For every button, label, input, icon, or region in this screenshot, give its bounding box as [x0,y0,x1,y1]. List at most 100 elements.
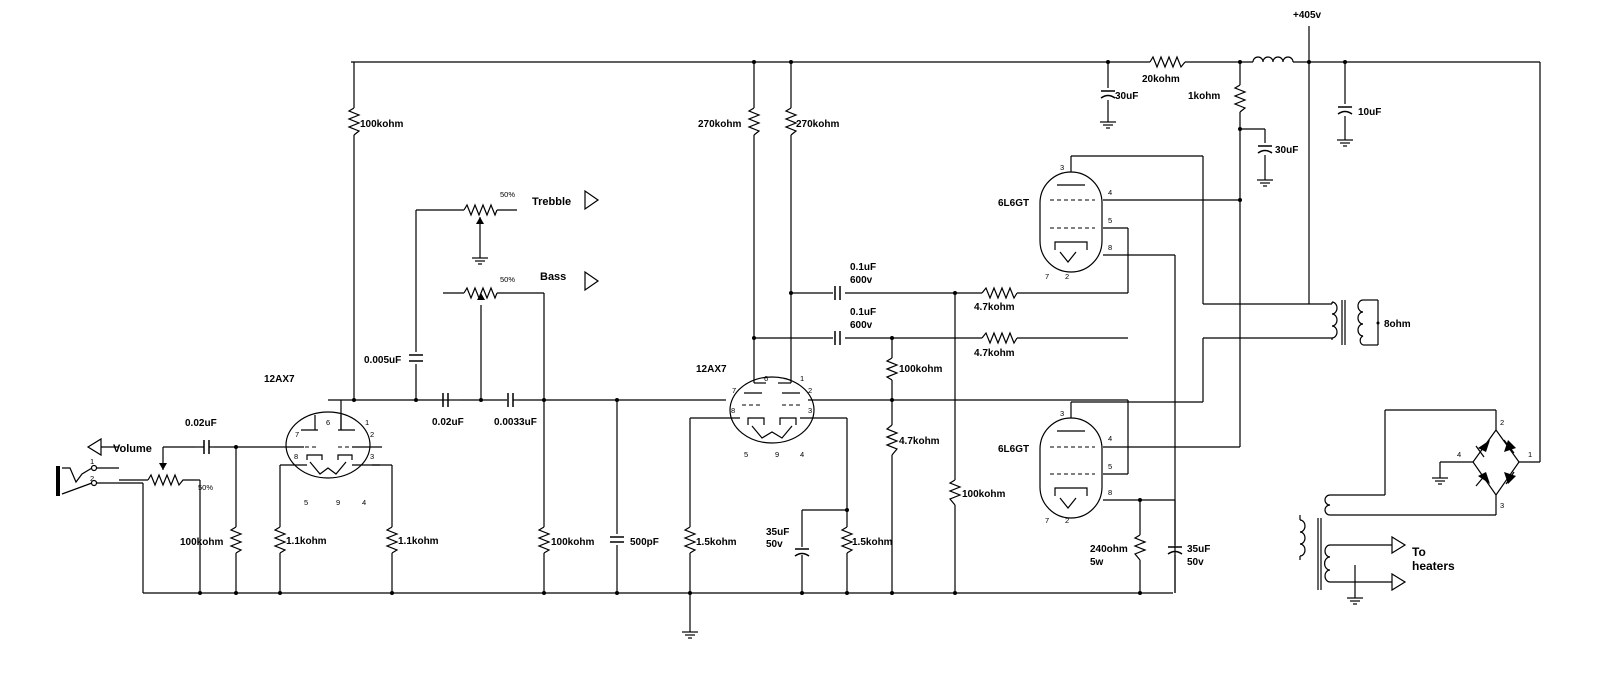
bridge-rectifier [1472,429,1520,497]
svg-text:270kohm: 270kohm [796,119,839,130]
svg-text:0.005uF: 0.005uF [364,355,401,366]
tube1-label: 12AX7 [264,374,295,385]
cap-0-0033uf [507,393,519,407]
tube-12ax7-1 [285,411,371,479]
bass-pct: 50% [500,275,515,284]
svg-text:2: 2 [1500,418,1504,427]
svg-text:100kohm: 100kohm [360,119,403,130]
choke [1252,56,1294,63]
svg-text:1: 1 [365,418,369,427]
svg-text:1kohm: 1kohm [1188,91,1220,102]
svg-text:1.1kohm: 1.1kohm [286,536,327,547]
svg-text:9: 9 [775,450,779,459]
svg-text:4: 4 [1108,188,1112,197]
volume-label: Volume [113,443,152,455]
ground-icon [1432,477,1448,485]
resistor-100k-tone [537,526,551,554]
port-arrows [86,189,1407,592]
svg-text:10uF: 10uF [1358,107,1381,118]
ground-icon [1100,121,1116,129]
svg-text:3: 3 [808,406,812,415]
resistor-4-7k-a [981,286,1018,300]
ground-icon [1337,139,1353,147]
tube3-label: 6L6GT [998,198,1029,209]
ground-icon [682,631,698,639]
resistor-100k-plate1 [347,107,361,136]
svg-text:3: 3 [1060,409,1064,418]
svg-text:6: 6 [764,374,768,383]
cap-0-005uf [409,354,423,362]
svg-text:50v: 50v [766,539,783,550]
bass-label: Bass [540,271,566,283]
volume-pot [147,473,196,487]
svg-text:4: 4 [800,450,804,459]
cap-10uf [1337,106,1353,115]
svg-text:4: 4 [1108,434,1112,443]
resistor-1-1k-b [385,526,399,554]
treble-pot [463,203,498,217]
resistor-20k [1149,55,1186,69]
svg-text:0.1uF: 0.1uF [850,262,876,273]
svg-text:0.02uF: 0.02uF [432,417,464,428]
output-transformer [1331,299,1364,346]
text-labels: +405v Volume 50% Trebble 50% Bass 50% 12… [113,10,1455,573]
svg-text:5: 5 [1108,462,1112,471]
resistor-1-5k-a [683,526,697,554]
svg-text:8ohm: 8ohm [1384,319,1411,330]
treble-pct: 50% [500,190,515,199]
svg-text:30uF: 30uF [1115,91,1138,102]
svg-text:270kohm: 270kohm [698,119,741,130]
cap-500pf [610,536,624,543]
svg-text:1: 1 [1528,450,1532,459]
svg-text:600v: 600v [850,320,873,331]
svg-text:8: 8 [294,452,298,461]
svg-text:0.0033uF: 0.0033uF [494,417,537,428]
svg-text:20kohm: 20kohm [1142,74,1180,85]
bass-port-icon [584,270,600,292]
svg-text:4: 4 [1457,450,1461,459]
tube4-label: 6L6GT [998,444,1029,455]
resistor-1-1k-a [273,526,287,554]
svg-text:240ohm: 240ohm [1090,544,1128,555]
svg-text:50v: 50v [1187,557,1204,568]
svg-text:0.1uF: 0.1uF [850,307,876,318]
svg-text:0.02uF: 0.02uF [185,418,217,429]
svg-text:7: 7 [1045,516,1049,525]
svg-text:5: 5 [1108,216,1112,225]
svg-text:1.5kohm: 1.5kohm [696,537,737,548]
treble-port-icon [584,189,600,211]
pot-wipers [159,217,485,470]
junction-dots [198,60,1347,595]
ground-symbols [472,121,1448,639]
svg-text:9: 9 [336,498,340,507]
svg-text:8: 8 [1108,488,1112,497]
treble-label: Trebble [532,196,571,208]
cap-0-1uf-b [834,331,841,345]
svg-text:3: 3 [1060,163,1064,172]
svg-text:100kohm: 100kohm [899,364,942,375]
cap-0-02uf-mid [442,393,460,407]
svg-text:heaters: heaters [1412,559,1455,573]
tube-12ax7-2 [729,376,815,444]
speaker-terminals [1376,321,1380,325]
resistor-270k-a [747,107,761,136]
svg-text:4: 4 [362,498,366,507]
cap-35uf-50v-out [1167,546,1183,555]
svg-text:100kohm: 100kohm [551,537,594,548]
heaters-port-a-icon [1391,535,1407,555]
resistor-100k-bias [948,479,962,506]
svg-text:4.7kohm: 4.7kohm [974,302,1015,313]
svg-text:100kohm: 100kohm [962,489,1005,500]
resistor-1-5k-b [840,526,854,554]
svg-text:30uF: 30uF [1275,145,1298,156]
resistor-240-ohm [1133,534,1147,561]
volume-port-icon [86,437,102,457]
svg-text:1: 1 [800,374,804,383]
svg-text:3: 3 [1500,501,1504,510]
svg-text:5: 5 [744,450,748,459]
resistor-4-7k-pi [885,424,899,456]
ground-icon [472,252,488,265]
wires [97,26,1541,632]
svg-text:35uF: 35uF [1187,544,1210,555]
